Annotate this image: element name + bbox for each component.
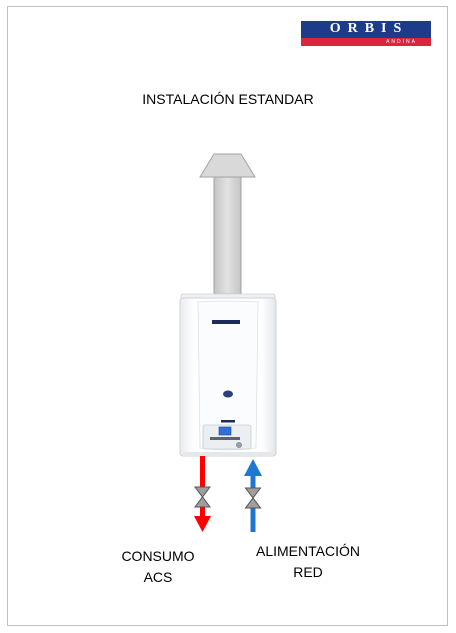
water-heater (179, 293, 277, 457)
logo-subtitle: ANDINA (301, 38, 431, 46)
hot-valve-icon (194, 486, 211, 508)
heater-brand-plate (212, 320, 240, 324)
flue-chimney (199, 153, 256, 295)
orbis-andina-logo: ORBIS ANDINA (301, 21, 431, 46)
heater-lcd-display (218, 426, 232, 436)
hot-water-outlet-label: CONSUMO ACS (110, 546, 206, 588)
heater-display-badge (221, 420, 235, 423)
logo-name: ORBIS (329, 21, 409, 36)
hot-pipe-lower (200, 507, 205, 517)
outlet-label-line1: CONSUMO (121, 548, 195, 564)
hot-water-outlet (194, 456, 211, 532)
control-slot (210, 437, 240, 440)
outlet-label-line2: ACS (143, 569, 173, 585)
hot-pipe-upper (200, 456, 205, 487)
flue-cap (199, 153, 256, 178)
cold-water-inlet (244, 459, 262, 532)
heater-bottom (183, 452, 273, 456)
cold-water-inlet-label: ALIMENTACIÓN RED (242, 541, 374, 583)
cold-pipe-upper (250, 475, 256, 488)
page-title: INSTALACIÓN ESTANDAR (142, 91, 314, 107)
temperature-knob (236, 442, 242, 448)
heater-emblem (223, 390, 233, 398)
hot-flow-arrowhead (194, 516, 211, 532)
flue-pipe (213, 176, 242, 295)
cold-flow-arrowhead (244, 459, 262, 476)
cold-valve-icon (244, 487, 262, 509)
inlet-label-line1: ALIMENTACIÓN (256, 543, 360, 559)
page-frame (7, 6, 448, 626)
cold-pipe-lower (250, 508, 256, 532)
inlet-label-line2: RED (293, 564, 323, 580)
